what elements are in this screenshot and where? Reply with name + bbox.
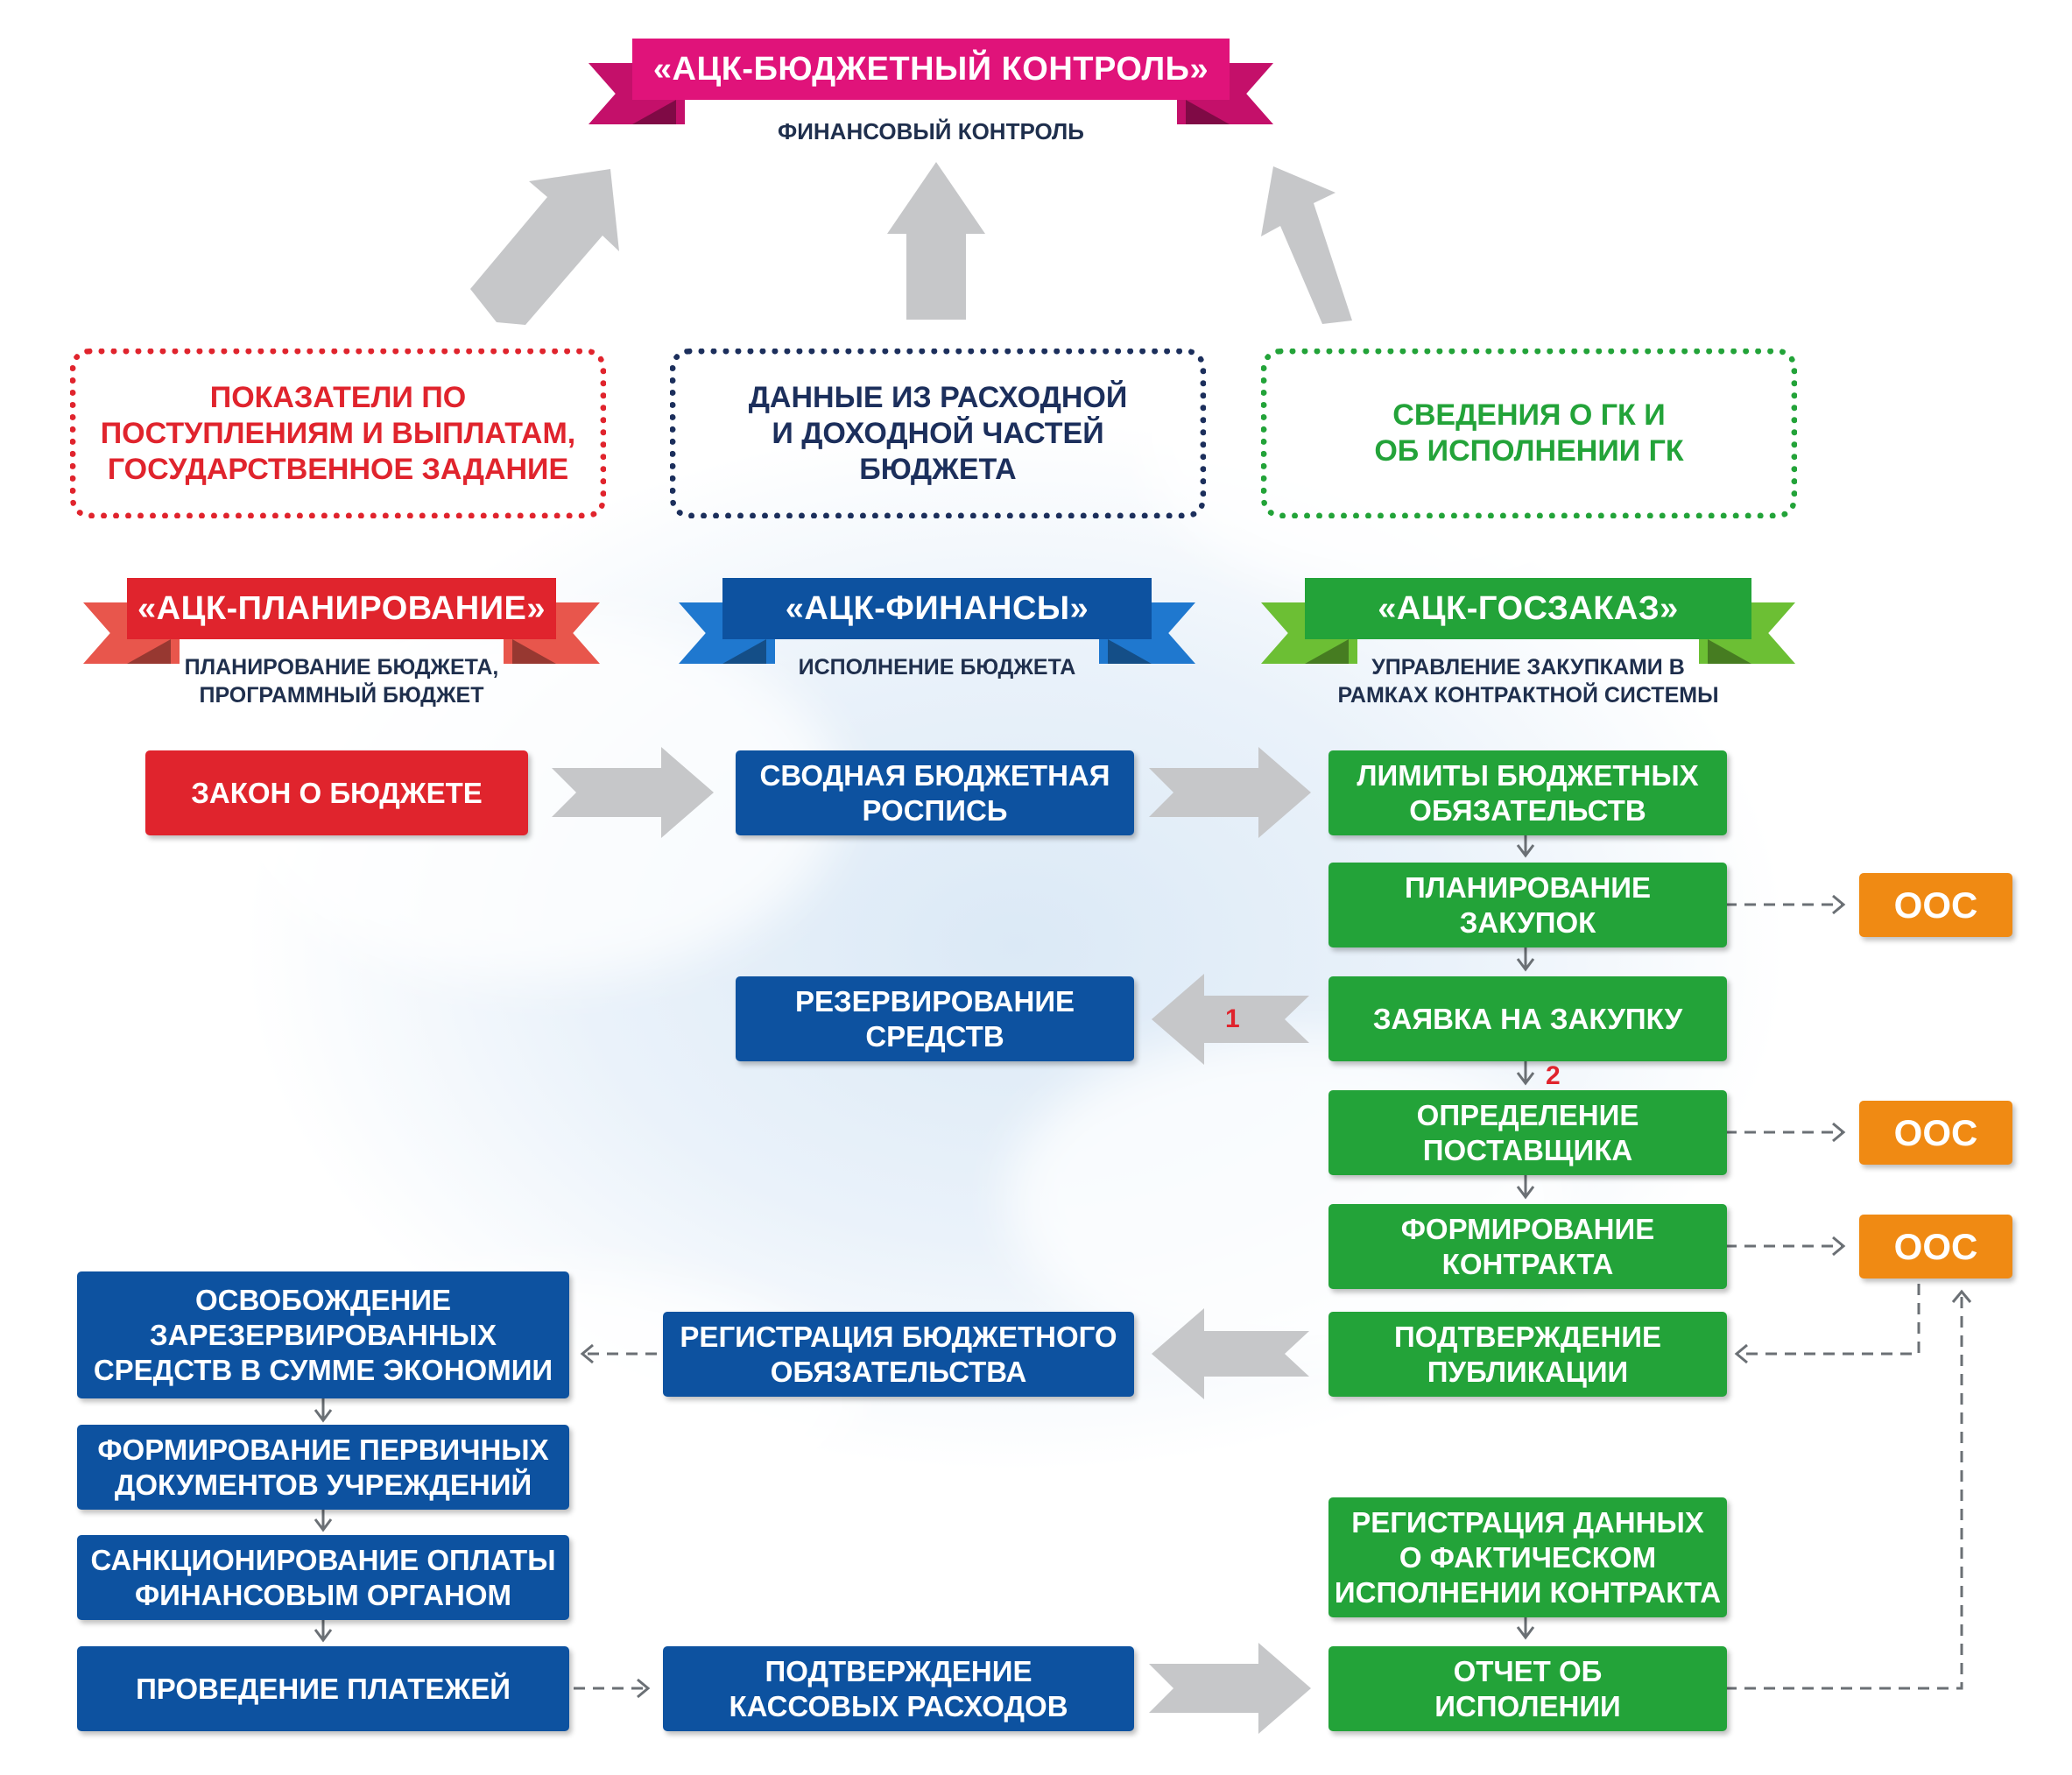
- execution-data-box: РЕГИСТРАЦИЯ ДАННЫХ О ФАКТИЧЕСКОМ ИСПОЛНЕ…: [1328, 1497, 1727, 1617]
- dashed-connectors: [574, 903, 1963, 1690]
- funds-reservation-box: РЕЗЕРВИРОВАНИЕ СРЕДСТВ: [736, 976, 1134, 1061]
- up-arrow-right: [1261, 166, 1352, 324]
- control-ribbon: «АЦК-БЮДЖЕТНЫЙ КОНТРОЛЬ»: [588, 39, 1273, 124]
- procurement-data-box: СВЕДЕНИЯ О ГК И ОБ ИСПОЛНЕНИИ ГК: [1261, 349, 1797, 518]
- dash-oos3-to-publication: [1737, 1284, 1920, 1356]
- dash-report-to-oos3: [1725, 1292, 1963, 1690]
- payment-sanction-box: САНКЦИОНИРОВАНИЕ ОПЛАТЫ ФИНАНСОВЫМ ОРГАН…: [77, 1535, 569, 1620]
- publication-confirm-box: ПОДТВЕРЖДЕНИЕ ПУБЛИКАЦИИ: [1328, 1312, 1727, 1397]
- finance-module-subtitle: ИСПОЛНЕНИЕ БЮДЖЕТА: [798, 655, 1076, 680]
- control-subtitle: ФИНАНСОВЫЙ КОНТРОЛЬ: [778, 118, 1084, 144]
- gray-flow-arrows: [470, 162, 1352, 1734]
- planning-module-subtitle: ПЛАНИРОВАНИЕ БЮДЖЕТА, ПРОГРАММНЫЙ БЮДЖЕТ: [184, 655, 499, 708]
- payments-box: ПРОВЕДЕНИЕ ПЛАТЕЖЕЙ: [77, 1646, 569, 1731]
- finance-module-title: «АЦК-ФИНАНСЫ»: [722, 578, 1152, 639]
- savings-release-box: ОСВОБОЖДЕНИЕ ЗАРЕЗЕРВИРОВАННЫХ СРЕДСТВ В…: [77, 1271, 569, 1398]
- step-marker-1: 1: [1225, 1004, 1240, 1033]
- budget-law-box: ЗАКОН О БЮДЖЕТЕ: [145, 750, 528, 835]
- oos-box-3: ООС: [1859, 1215, 2012, 1278]
- arrow-publication-to-registration: [1152, 1308, 1309, 1399]
- planning-module-title: «АЦК-ПЛАНИРОВАНИЕ»: [127, 578, 556, 639]
- procurement-module-title: «АЦК-ГОСЗАКАЗ»: [1305, 578, 1751, 639]
- commitment-registration-box: РЕГИСТРАЦИЯ БЮДЖЕТНОГО ОБЯЗАТЕЛЬСТВА: [663, 1312, 1134, 1397]
- procurement-planning-box: ПЛАНИРОВАНИЕ ЗАКУПОК: [1328, 863, 1727, 947]
- execution-report-box: ОТЧЕТ ОБ ИСПОЛЕНИИ: [1328, 1646, 1727, 1731]
- cash-confirm-box: ПОДТВЕРЖДЕНИЕ КАССОВЫХ РАСХОДОВ: [663, 1646, 1134, 1731]
- arrow-cash-to-report: [1149, 1643, 1311, 1734]
- step-marker-2: 2: [1546, 1061, 1561, 1090]
- arrow-list-to-limits: [1149, 747, 1311, 838]
- small-down-arrows: [314, 834, 1535, 1643]
- purchase-request-box: ЗАЯВКА НА ЗАКУПКУ: [1328, 976, 1727, 1061]
- planning-data-box: ПОКАЗАТЕЛИ ПО ПОСТУПЛЕНИЯМ И ВЫПЛАТАМ, Г…: [70, 349, 606, 518]
- planning-ribbon: «АЦК-ПЛАНИРОВАНИЕ»: [83, 578, 600, 664]
- finance-data-box: ДАННЫЕ ИЗ РАСХОДНОЙ И ДОХОДНОЙ ЧАСТЕЙ БЮ…: [670, 349, 1206, 518]
- up-arrow-left: [470, 169, 619, 325]
- procurement-ribbon: «АЦК-ГОСЗАКАЗ»: [1261, 578, 1795, 664]
- consolidated-list-box: СВОДНАЯ БЮДЖЕТНАЯ РОСПИСЬ: [736, 750, 1134, 835]
- primary-docs-box: ФОРМИРОВАНИЕ ПЕРВИЧНЫХ ДОКУМЕНТОВ УЧРЕЖД…: [77, 1425, 569, 1510]
- finance-ribbon: «АЦК-ФИНАНСЫ»: [679, 578, 1195, 664]
- dashed-arrowheads: [580, 894, 1972, 1699]
- arrow-law-to-list: [552, 747, 714, 838]
- arrow-request-to-reservation: [1152, 974, 1309, 1065]
- procurement-module-subtitle: УПРАВЛЕНИЕ ЗАКУПКАМИ В РАМКАХ КОНТРАКТНО…: [1337, 655, 1719, 708]
- up-arrow-center: [887, 162, 985, 320]
- contract-forming-box: ФОРМИРОВАНИЕ КОНТРАКТА: [1328, 1204, 1727, 1289]
- oos-box-2: ООС: [1859, 1101, 2012, 1165]
- oos-box-1: ООС: [1859, 873, 2012, 937]
- supplier-selection-box: ОПРЕДЕЛЕНИЕ ПОСТАВЩИКА: [1328, 1090, 1727, 1175]
- control-title: «АЦК-БЮДЖЕТНЫЙ КОНТРОЛЬ»: [632, 39, 1230, 100]
- commitment-limits-box: ЛИМИТЫ БЮДЖЕТНЫХ ОБЯЗАТЕЛЬСТВ: [1328, 750, 1727, 835]
